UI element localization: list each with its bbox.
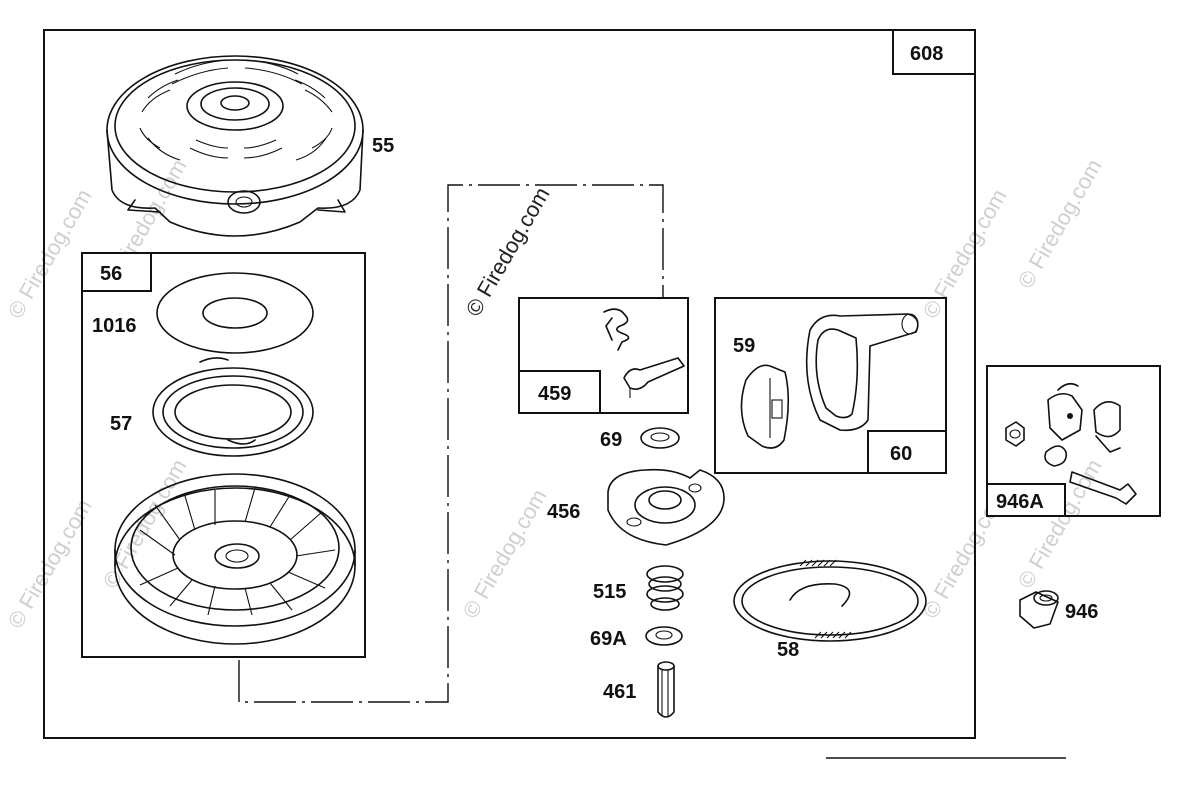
kit-label-box-60 xyxy=(867,430,947,474)
starter-pulley xyxy=(114,473,356,645)
part-461-pin xyxy=(657,661,675,718)
kit-label-56: 56 xyxy=(100,263,122,285)
watermark: © Firedog.com xyxy=(458,485,552,623)
part-60-starter-handle xyxy=(805,313,919,432)
part-label-69: 69 xyxy=(600,429,622,451)
part-1016-washer xyxy=(156,272,314,354)
part-label-515: 515 xyxy=(593,581,626,603)
kit-56-frame xyxy=(81,252,366,658)
part-label-59: 59 xyxy=(733,335,755,357)
kit-label-box-56 xyxy=(81,252,152,292)
part-946-bushing xyxy=(1019,590,1059,629)
kit-label-608: 608 xyxy=(910,43,943,65)
part-59-handle-insert xyxy=(740,364,790,449)
part-label-946: 946 xyxy=(1065,601,1098,623)
part-label-456: 456 xyxy=(547,501,580,523)
part-label-55: 55 xyxy=(372,135,394,157)
kit-946a-linkage-parts xyxy=(1005,382,1137,505)
part-label-461: 461 xyxy=(603,681,636,703)
kit-label-459: 459 xyxy=(538,383,571,405)
kit-60-frame xyxy=(714,297,947,474)
part-515-spring xyxy=(646,565,684,611)
part-label-69a: 69A xyxy=(590,628,627,650)
kit-label-box-946a xyxy=(986,483,1066,517)
kit-label-box-608 xyxy=(892,29,976,75)
part-label-1016: 1016 xyxy=(92,315,137,337)
part-55-starter-housing xyxy=(106,55,364,237)
part-58-starter-rope xyxy=(733,559,927,642)
part-57-spring xyxy=(152,357,314,457)
kit-459-spring-and-dog xyxy=(603,308,685,398)
part-69a-washer xyxy=(645,626,683,646)
kit-label-946a: 946A xyxy=(996,491,1044,513)
main-frame xyxy=(43,29,976,739)
watermark: © Firedog.com xyxy=(918,185,1012,323)
part-label-57: 57 xyxy=(110,413,132,435)
kit-label-60: 60 xyxy=(890,443,912,465)
part-456-retainer xyxy=(607,468,725,546)
watermark-main: © Firedog.com xyxy=(461,183,555,321)
kit-946a-frame xyxy=(986,365,1161,517)
part-label-58: 58 xyxy=(777,639,799,661)
watermark: © Firedog.com xyxy=(1013,455,1107,593)
watermark: © Firedog.com xyxy=(98,455,192,593)
kit-459-frame xyxy=(518,297,689,414)
part-69-washer xyxy=(640,427,680,449)
watermark: © Firedog.com xyxy=(1013,155,1107,293)
kit-connector-line xyxy=(238,184,664,703)
kit-label-box-459 xyxy=(518,370,601,414)
